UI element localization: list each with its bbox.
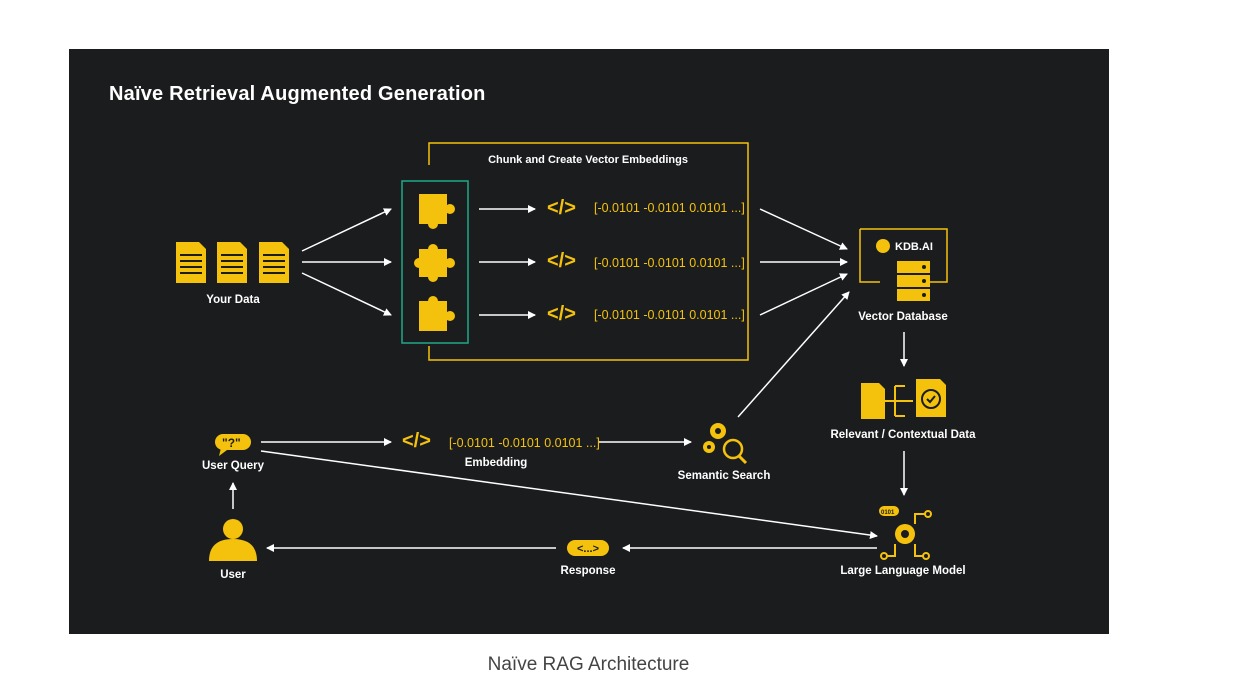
chunk-column-frame [401, 180, 469, 344]
vector-3: [-0.0101 -0.0101 0.0101 ...] [594, 308, 745, 322]
svg-text:<...>: <...> [577, 543, 599, 555]
code-icon: </> [547, 303, 576, 325]
question-bubble-icon [215, 434, 251, 456]
code-icon: </> [402, 430, 431, 452]
semantic-search-label: Semantic Search [677, 470, 771, 482]
chunk-box-label: Chunk and Create Vector Embeddings [488, 154, 688, 166]
diagram-title: Naïve Retrieval Augmented Generation [109, 83, 486, 105]
relevant-data-label: Relevant / Contextual Data [830, 429, 976, 441]
llm-icon [879, 506, 932, 560]
kdb-logo-text: KDB.AI [895, 241, 933, 253]
response-label: Response [560, 565, 616, 577]
your-data-label: Your Data [206, 294, 260, 306]
figure-caption: Naïve RAG Architecture [487, 654, 690, 675]
code-icon: </> [547, 197, 576, 219]
query-vector: [-0.0101 -0.0101 0.0101 ...] [449, 436, 600, 450]
vector-2: [-0.0101 -0.0101 0.0101 ...] [594, 256, 745, 270]
query-bubble-glyph: "?" [222, 436, 241, 450]
binary-glyph: 0101 [881, 510, 895, 516]
chunk-box-frame [428, 142, 749, 361]
document-icon [176, 242, 289, 283]
user-icon [209, 519, 257, 561]
diagram-canvas: KDB.AI 0101 "?" [176, 142, 948, 561]
relevant-data-icon [861, 379, 946, 419]
embedding-label: Embedding [464, 457, 528, 469]
user-label: User [220, 569, 246, 581]
rag-diagram: KDB.AI 0101 "?" [69, 49, 1109, 634]
gears-search-icon [703, 423, 748, 465]
response-bubble-icon: <...> [567, 540, 609, 556]
vector-1: [-0.0101 -0.0101 0.0101 ...] [594, 201, 745, 215]
ingest-arrows [229, 205, 908, 552]
database-icon [859, 228, 948, 301]
code-icon: </> [547, 250, 576, 272]
llm-label: Large Language Model [840, 565, 966, 577]
user-query-label: User Query [201, 460, 265, 472]
puzzle-icon [414, 194, 455, 331]
vector-db-label: Vector Database [858, 311, 948, 323]
